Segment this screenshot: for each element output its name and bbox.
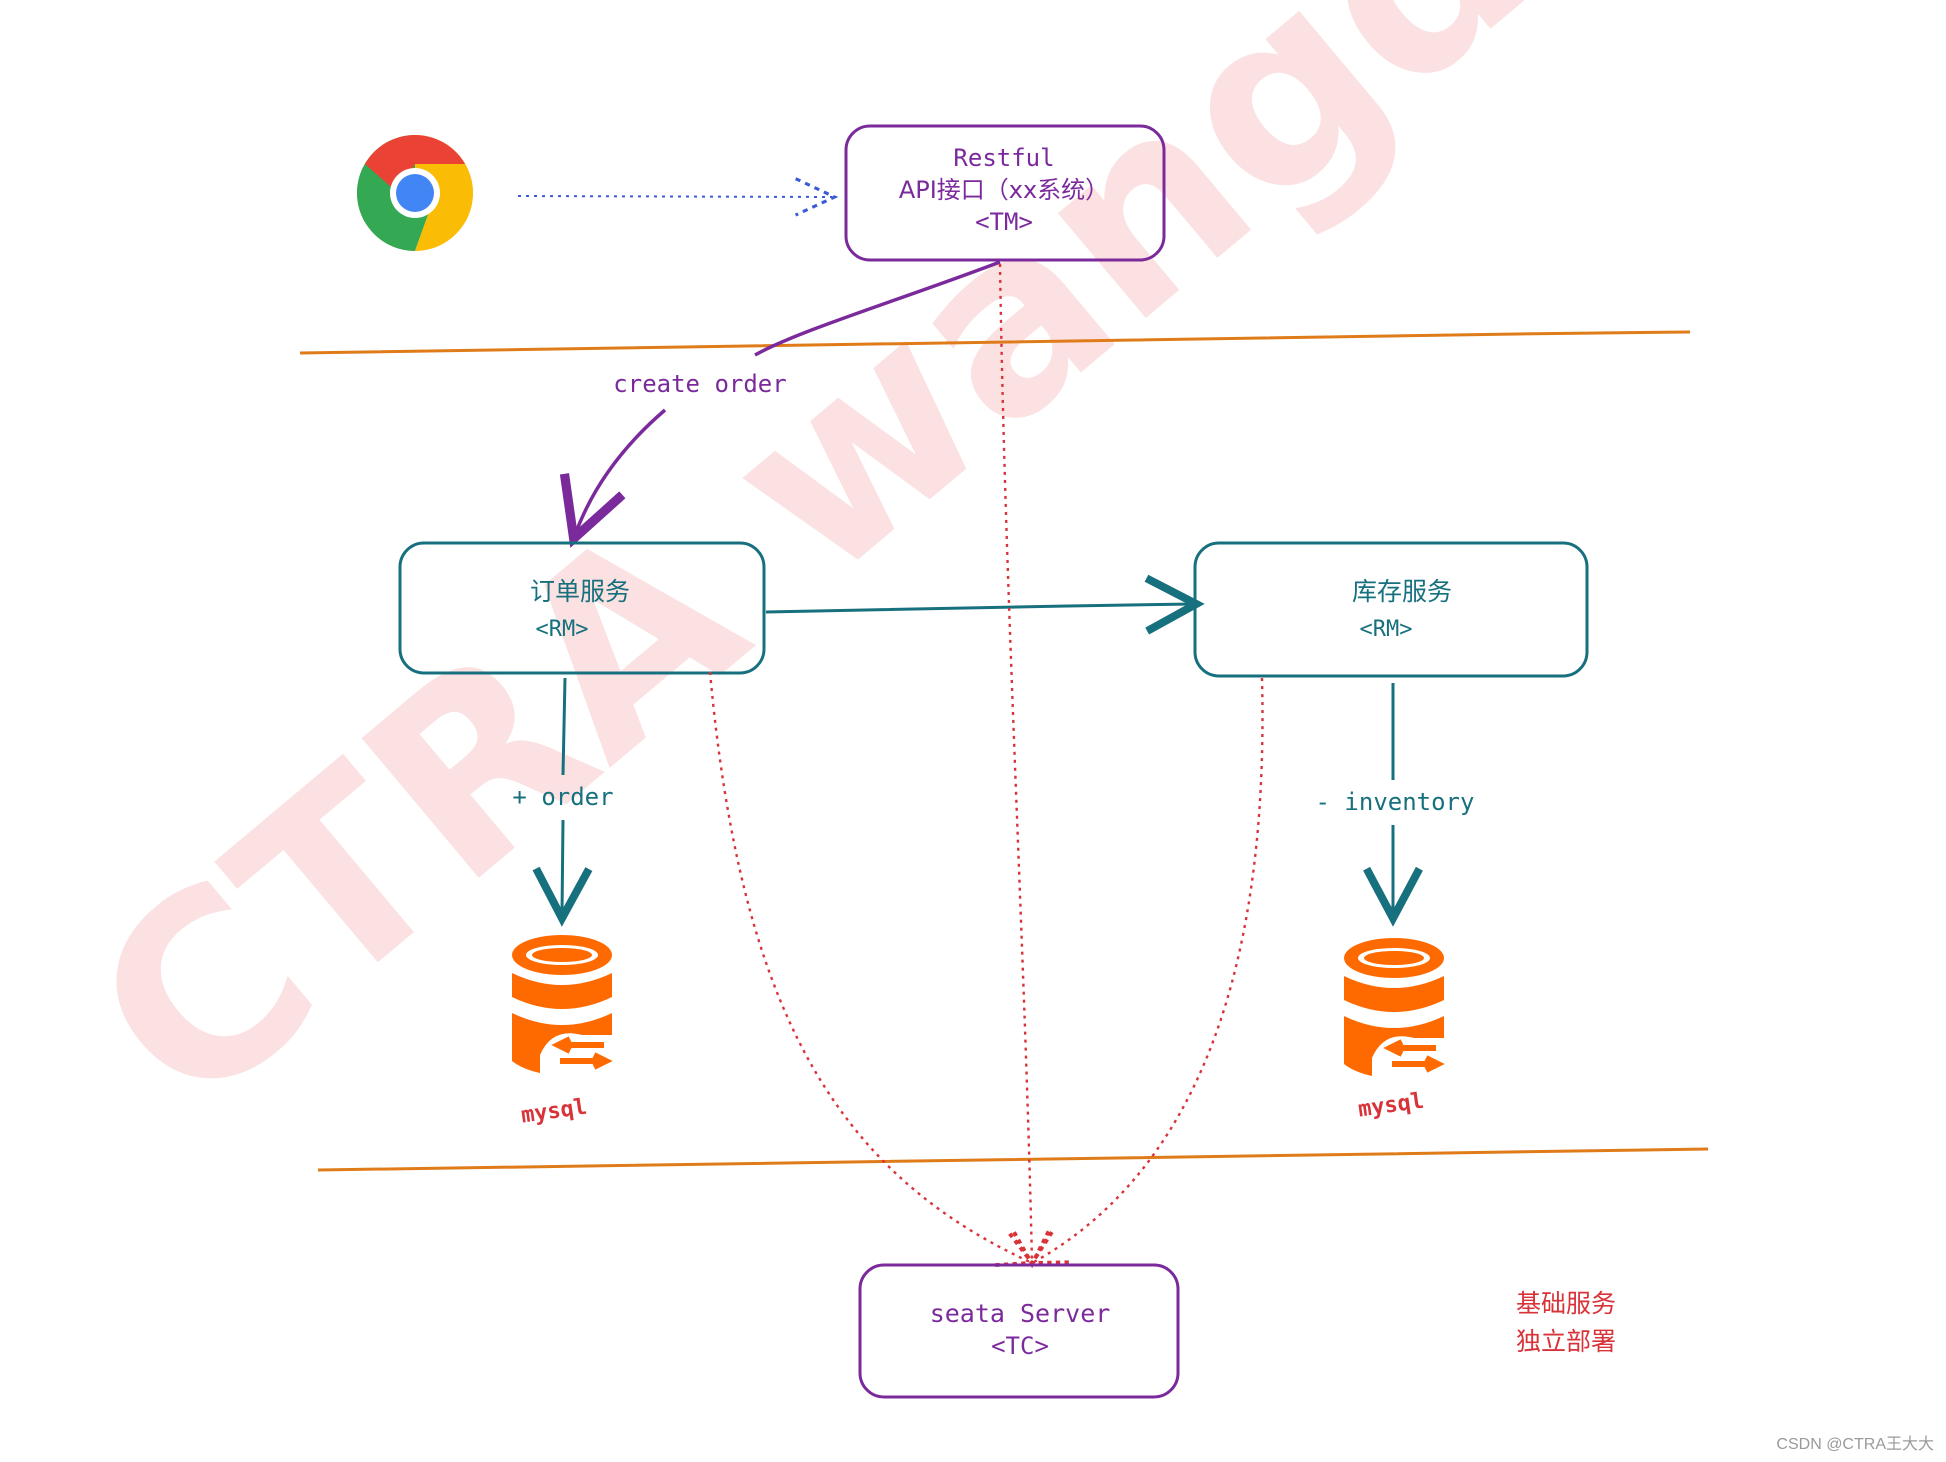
note-line2: 独立部署 xyxy=(1516,1327,1616,1356)
api-line1: Restful xyxy=(953,144,1054,172)
browser-to-api-arrow xyxy=(517,196,832,197)
inventory-service-role: <RM> xyxy=(1360,617,1413,642)
order-to-db-arrow xyxy=(562,677,565,915)
seata-server-node: seata Server <TC> xyxy=(858,1263,1180,1399)
chrome-icon xyxy=(357,135,473,251)
seata-server-title: seata Server xyxy=(930,1299,1111,1328)
top-separator-line xyxy=(299,330,1691,355)
mysql-label-left: mysql xyxy=(520,1095,589,1129)
footer-credit: CSDN @CTRA王大大 xyxy=(1776,1436,1934,1453)
plus-order-label: + order xyxy=(512,783,613,811)
api-line3: <TM> xyxy=(975,208,1033,236)
api-line2: API接口（xx系统） xyxy=(899,176,1109,204)
inventory-service-title: 库存服务 xyxy=(1352,577,1452,606)
note-line1: 基础服务 xyxy=(1516,1289,1616,1318)
order-to-seata-dotted-arrow xyxy=(708,671,1030,1262)
order-service-role: <RM> xyxy=(536,617,589,642)
inventory-to-seata-dotted-arrow xyxy=(1034,677,1264,1262)
create-order-arrow xyxy=(575,260,1001,535)
create-order-label: create order xyxy=(613,370,786,398)
mysql-db-icon-left xyxy=(512,935,613,1073)
minus-inventory-label: - inventory xyxy=(1316,788,1475,816)
bottom-separator-line xyxy=(317,1147,1709,1172)
mysql-db-icon-right xyxy=(1344,938,1445,1076)
seata-server-role: <TC> xyxy=(991,1332,1049,1360)
watermark: CTRA wangdada xyxy=(41,0,1946,1165)
order-service-node: 订单服务 <RM> xyxy=(398,541,766,675)
order-to-inventory-arrow xyxy=(765,574,1205,635)
inventory-service-node: 库存服务 <RM> xyxy=(1193,541,1589,678)
order-service-title: 订单服务 xyxy=(530,577,630,606)
api-tm-node: Restful API接口（xx系统） <TM> xyxy=(844,124,1166,262)
mysql-label-right: mysql xyxy=(1357,1089,1426,1123)
